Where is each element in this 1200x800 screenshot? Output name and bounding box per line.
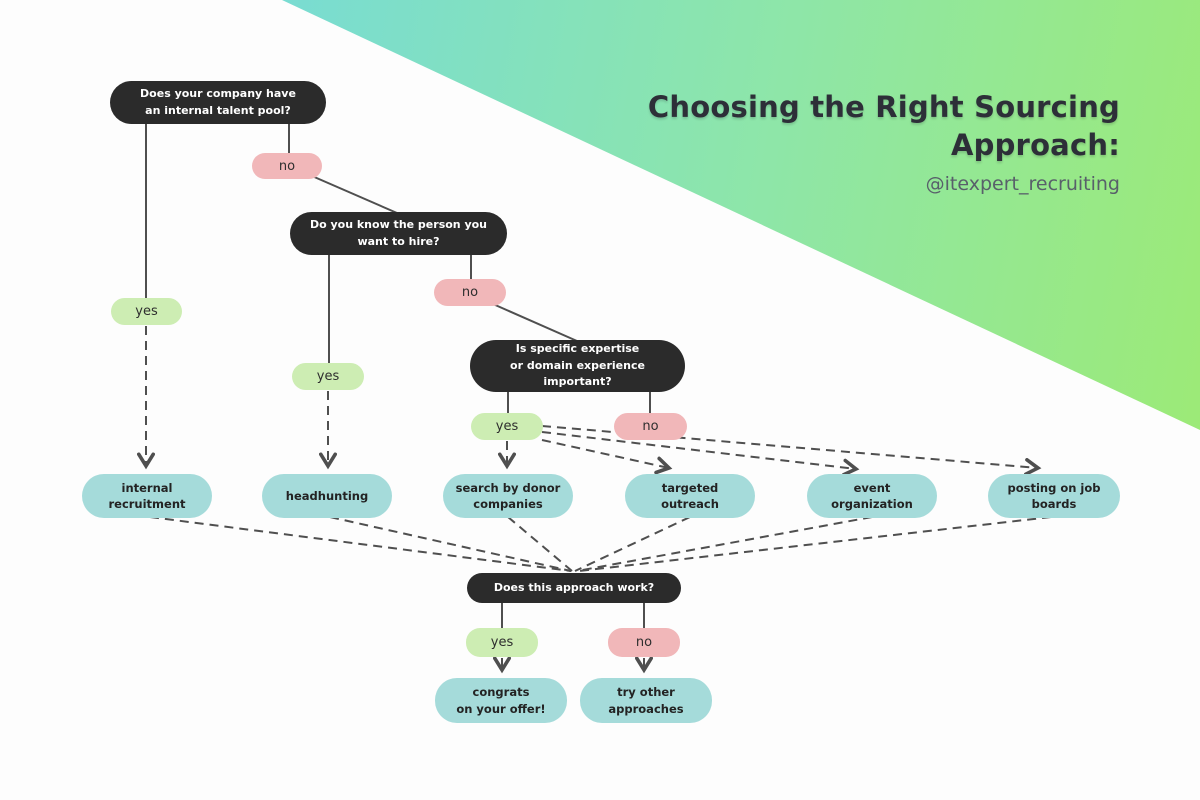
result-search-by-donor-companies: search by donor companies <box>443 474 573 518</box>
result-internal-recruitment: internal recruitment <box>82 474 212 518</box>
result-targeted-outreach: targeted outreach <box>625 474 755 518</box>
title-block: Choosing the Right Sourcing Approach: @i… <box>648 88 1120 195</box>
page-title: Choosing the Right Sourcing Approach: <box>647 90 1120 163</box>
question-approach-work: Does this approach work? <box>467 573 681 603</box>
edge-r1-q4 <box>149 516 572 572</box>
pill-no-talent-pool: no <box>252 153 322 179</box>
result-event-organization: event organization <box>807 474 937 518</box>
result-posting-on-job-boards: posting on job boards <box>988 474 1120 518</box>
pill-no-approach-work: no <box>608 628 680 657</box>
pill-yes-expertise: yes <box>471 413 543 440</box>
edge-r2-q4 <box>329 516 572 572</box>
pill-yes-talent-pool: yes <box>111 298 182 325</box>
pill-yes-approach-work: yes <box>466 628 538 657</box>
pill-no-know-person: no <box>434 279 506 306</box>
edge-r4-q4 <box>574 516 691 572</box>
edge-r6-q4 <box>578 516 1052 572</box>
pill-yes-know-person: yes <box>292 363 364 390</box>
question-internal-talent-pool: Does your company have an internal talen… <box>110 81 326 124</box>
pill-no-expertise: no <box>614 413 687 440</box>
edge-no3-event-organization <box>541 431 860 477</box>
result-congrats-offer: congrats on your offer! <box>435 678 567 723</box>
edge-yes3-targeted-outreach <box>541 439 673 475</box>
edge-no1-q2 <box>311 175 398 214</box>
question-specific-expertise: Is specific expertise or domain experien… <box>470 340 685 392</box>
edge-r5-q4 <box>576 516 873 572</box>
edge-r3-q4 <box>507 516 573 572</box>
edge-no2-q3 <box>492 303 578 342</box>
result-try-other-approaches: try other approaches <box>580 678 712 723</box>
question-know-the-person: Do you know the person you want to hire? <box>290 212 507 255</box>
result-headhunting: headhunting <box>262 474 392 518</box>
author-handle: @itexpert_recruiting <box>925 172 1120 195</box>
